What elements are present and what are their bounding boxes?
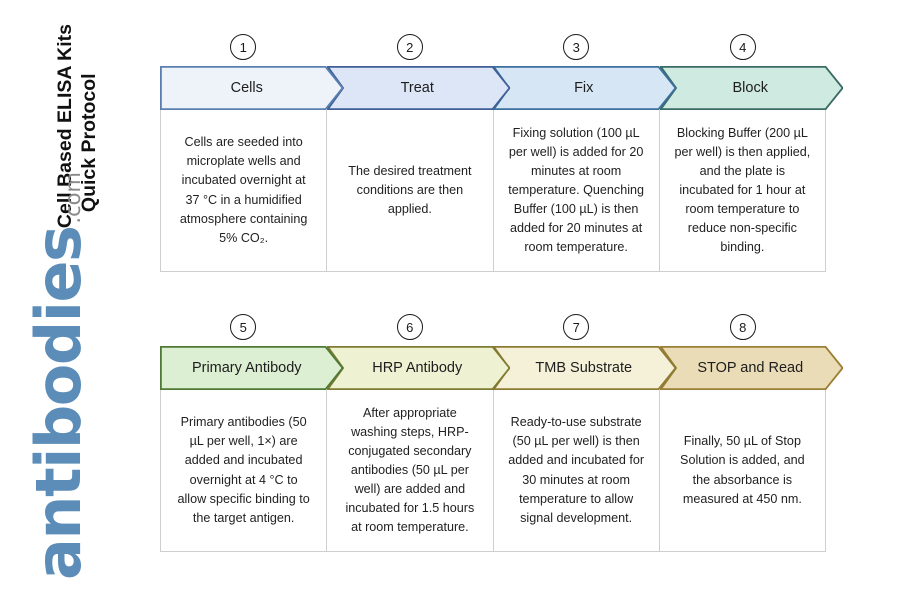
- step-number-label: 1: [239, 39, 247, 55]
- step-number-badge: 1: [230, 34, 257, 60]
- brand-logo-tld: .com: [61, 172, 85, 224]
- step-number-badge: 8: [729, 314, 756, 340]
- step-number-badge: 4: [729, 34, 756, 60]
- step-chevron[interactable]: Primary Antibody: [160, 346, 344, 390]
- step-description-cell: After appropriate washing steps, HRP-con…: [327, 390, 494, 551]
- step-description-cell: Fixing solution (100 µL per well) is add…: [494, 110, 660, 271]
- step-number-badge: 7: [563, 314, 590, 340]
- step-number-badge: 3: [563, 34, 590, 60]
- brand-logo: antibodies .com: [22, 0, 95, 580]
- chevron-shape-icon: [160, 346, 344, 390]
- step-number-track-2: 5 6 7 8: [160, 312, 826, 346]
- step-chevron[interactable]: HRP Antibody: [326, 346, 510, 390]
- step-description-cell: Cells are seeded into microplate wells a…: [161, 110, 328, 271]
- step-number-label: 5: [239, 319, 247, 335]
- description-row-2: Primary antibodies (50 µL per well, 1×) …: [160, 390, 826, 552]
- step-description-text: Blocking Buffer (200 µL per well) is the…: [674, 125, 811, 255]
- description-row-1: Cells are seeded into microplate wells a…: [160, 110, 826, 272]
- step-number-label: 4: [739, 39, 747, 55]
- step-number-label: 7: [572, 319, 580, 335]
- step-description-text: Finally, 50 µL of Stop Solution is added…: [680, 434, 805, 506]
- step-description-cell: Finally, 50 µL of Stop Solution is added…: [660, 390, 825, 551]
- step-description-text: After appropriate washing steps, HRP-con…: [345, 405, 475, 535]
- step-chevron[interactable]: Block: [659, 66, 843, 110]
- step-description-text: Cells are seeded into microplate wells a…: [179, 135, 308, 245]
- chevron-shape-icon: [659, 66, 843, 110]
- step-description-text: The desired treatment conditions are the…: [348, 163, 472, 217]
- step-chevron[interactable]: Fix: [493, 66, 677, 110]
- step-description-text: Primary antibodies (50 µL per well, 1×) …: [177, 415, 310, 525]
- chevron-shape-icon: [493, 66, 677, 110]
- chevron-shape-icon: [326, 346, 510, 390]
- step-chevron[interactable]: Cells: [160, 66, 344, 110]
- step-chevron[interactable]: Treat: [326, 66, 510, 110]
- brand-logo-wordmark: antibodies: [22, 226, 95, 580]
- step-description-text: Ready-to-use substrate (50 µL per well) …: [508, 415, 645, 525]
- chevron-shape-icon: [326, 66, 510, 110]
- step-number-label: 3: [572, 39, 580, 55]
- chevron-shape-icon: [493, 346, 677, 390]
- step-number-track-1: 1 2 3 4: [160, 32, 826, 66]
- chevron-shape-icon: [659, 346, 843, 390]
- step-number-label: 8: [739, 319, 747, 335]
- step-number-label: 2: [406, 39, 414, 55]
- step-description-cell: Ready-to-use substrate (50 µL per well) …: [494, 390, 660, 551]
- step-number-badge: 5: [230, 314, 257, 340]
- step-description-cell: The desired treatment conditions are the…: [327, 110, 494, 271]
- step-description-cell: Primary antibodies (50 µL per well, 1×) …: [161, 390, 328, 551]
- chevron-shape-icon: [160, 66, 344, 110]
- step-chevron[interactable]: STOP and Read: [659, 346, 843, 390]
- step-number-label: 6: [406, 319, 414, 335]
- step-number-badge: 2: [396, 34, 423, 60]
- step-chevron[interactable]: TMB Substrate: [493, 346, 677, 390]
- step-description-text: Fixing solution (100 µL per well) is add…: [508, 125, 645, 255]
- step-number-badge: 6: [396, 314, 423, 340]
- step-description-cell: Blocking Buffer (200 µL per well) is the…: [660, 110, 825, 271]
